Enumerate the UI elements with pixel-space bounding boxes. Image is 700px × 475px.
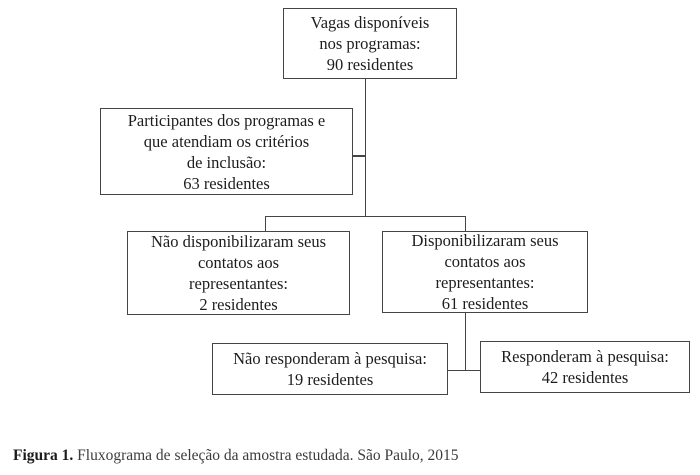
node-text-line: Disponibilizaram seus: [411, 231, 559, 250]
node-text-line: Vagas disponíveis: [310, 13, 430, 32]
figure-caption-text: Fluxograma de seleção da amostra estudad…: [73, 447, 459, 464]
connector-level1-vertical: [364, 79, 366, 217]
connector-level4-horizontal: [448, 369, 480, 371]
node-text-line: 19 residentes: [286, 370, 374, 389]
flowchart-node-responderam: Responderam à pesquisa: 42 residentes: [480, 341, 690, 393]
flowchart-node-vagas-disponiveis: Vagas disponíveis nos programas: 90 resi…: [283, 8, 457, 79]
connector-level3-vertical: [464, 313, 466, 371]
node-text-line: contatos aos: [444, 252, 526, 271]
node-text-line: que atendiam os critérios: [143, 131, 310, 151]
node-text-line: 2 residentes: [199, 295, 278, 314]
node-text-line: representantes:: [189, 274, 288, 293]
node-text-line: nos programas:: [319, 34, 421, 53]
node-text-line: Não disponibilizaram seus: [150, 232, 327, 251]
flowchart-node-nao-disponibilizaram: Não disponibilizaram seus contatos aos r…: [127, 231, 350, 315]
node-text-line: 90 residentes: [326, 55, 414, 74]
node-text-line: de inclusão:: [186, 152, 267, 172]
node-text-line: 61 residentes: [441, 294, 529, 313]
node-text-line: Responderam à pesquisa:: [501, 347, 669, 366]
node-text-line: Não responderam à pesquisa:: [233, 349, 427, 368]
figure-caption-label: Figura 1.: [13, 447, 74, 464]
node-text-line: Participantes dos programas e: [127, 110, 326, 130]
figure-caption: Figura 1. Fluxograma de seleção da amost…: [13, 446, 459, 466]
node-text-line: 63 residentes: [183, 173, 270, 193]
flowchart-node-nao-responderam: Não responderam à pesquisa: 19 residente…: [212, 343, 448, 395]
node-text-line: contatos aos: [197, 253, 280, 272]
connector-branch-drop-right: [464, 215, 466, 232]
node-text-line: representantes:: [435, 273, 535, 292]
node-text-line: 42 residentes: [541, 368, 629, 387]
connector-branch-horizontal: [264, 215, 466, 217]
connector-level2-stub: [353, 155, 365, 157]
flowchart-node-disponibilizaram: Disponibilizaram seus contatos aos repre…: [382, 231, 588, 313]
flowchart-node-participantes: Participantes dos programas e que atendi…: [100, 108, 353, 195]
connector-branch-drop-left: [264, 215, 266, 232]
